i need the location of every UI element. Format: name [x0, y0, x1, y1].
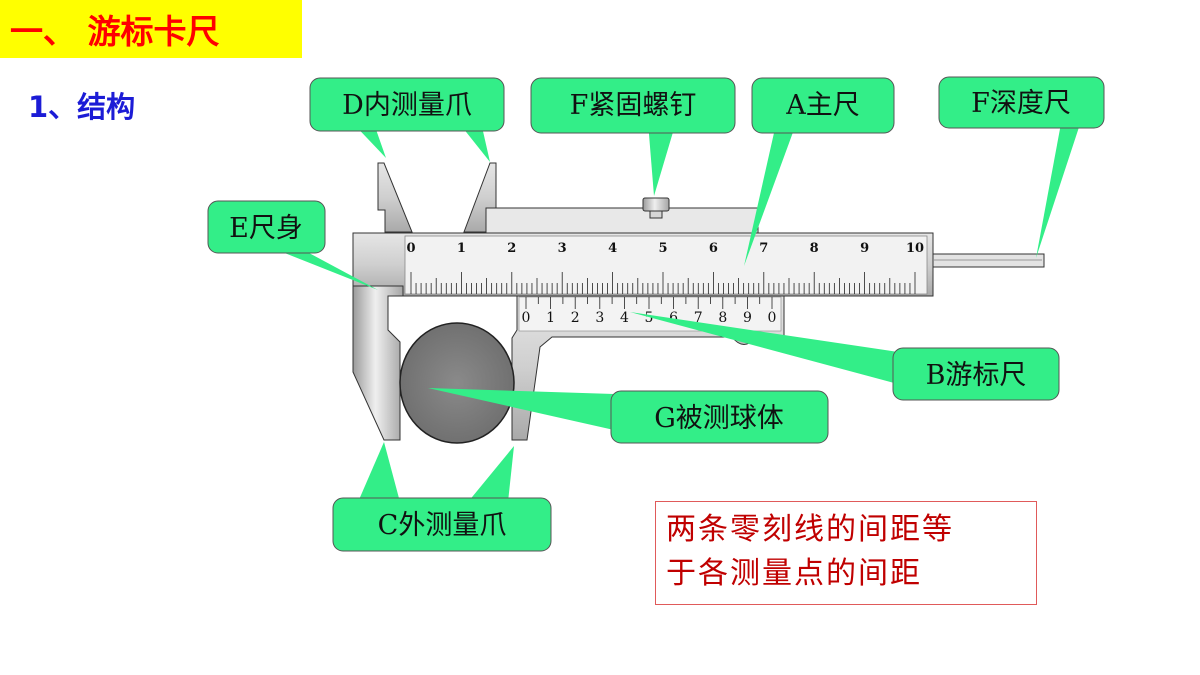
main-scale-ticks: [410, 272, 916, 294]
vernier-scale-number: 6: [669, 310, 678, 326]
callout-g-label: G被测球体: [654, 403, 784, 434]
vernier-scale-number: 4: [620, 310, 629, 326]
clamp-screw-head: [642, 197, 670, 212]
main-scale-number: 6: [709, 241, 718, 256]
note-line-2: 于各测量点的间距: [666, 556, 922, 591]
title-bar: 一、 游标卡尺: [0, 0, 302, 58]
page-title: 一、 游标卡尺: [10, 12, 220, 51]
callout-f-screw: F紧固螺钉: [530, 77, 736, 134]
callout-g: G被测球体: [610, 390, 829, 444]
note-box: 两条零刻线的间距等 于各测量点的间距: [655, 501, 1037, 605]
main-scale-numbers: 0 1 2 3 4 5 6 7 8 9 10: [406, 241, 924, 256]
pointer-b: [630, 312, 898, 384]
vernier-scale-number: 7: [694, 310, 703, 326]
vernier-scale-number: 5: [645, 310, 654, 326]
vernier-scale-ticks: [525, 297, 773, 309]
pointer-f-depth: [1036, 118, 1082, 258]
callout-b-label: B游标尺: [926, 360, 1027, 391]
vernier-top-strip: [485, 207, 759, 235]
main-scale-number: 5: [658, 241, 667, 256]
callout-a-label: A主尺: [785, 90, 860, 121]
callout-c: C外测量爪: [332, 497, 552, 552]
vernier-scale-number: 2: [571, 310, 580, 326]
vernier-scale-number: 3: [595, 310, 604, 326]
outer-jaw-left: [352, 285, 404, 441]
measured-ball: [399, 322, 515, 444]
callout-c-label: C外测量爪: [378, 510, 507, 541]
main-scale-number: 7: [759, 241, 768, 256]
pointer-g: [428, 388, 614, 430]
callout-b: B游标尺: [892, 347, 1060, 401]
vernier-scale-number: 8: [718, 310, 727, 326]
pointer-f-screw: [648, 122, 676, 196]
inner-jaw-left: [377, 162, 413, 233]
callout-e: E尺身: [207, 200, 326, 254]
note-line-1: 两条零刻线的间距等: [666, 512, 954, 547]
vernier-scale-number: 9: [743, 310, 752, 326]
callout-e-label: E尺身: [229, 213, 303, 244]
callout-d-label: D内测量爪: [342, 90, 472, 121]
vernier-scale-number: 0: [768, 310, 777, 326]
callout-f-depth-label: F深度尺: [971, 88, 1071, 119]
main-scale-number: 0: [406, 241, 415, 256]
vernier-scale-number: 0: [522, 310, 531, 326]
pointer-c-left: [358, 442, 400, 502]
main-scale-number: 9: [860, 241, 869, 256]
callout-a: A主尺: [751, 77, 895, 134]
main-scale-number: 3: [558, 241, 567, 256]
callout-pointers: [272, 118, 1082, 502]
main-scale-number: 10: [906, 241, 924, 256]
pointer-a: [744, 124, 796, 266]
main-scale-number: 1: [457, 241, 466, 256]
callout-d: D内测量爪: [309, 77, 505, 132]
callout-f-depth: F深度尺: [938, 76, 1105, 129]
main-scale-number: 8: [810, 241, 819, 256]
main-scale-number: 4: [608, 241, 617, 256]
callout-f-screw-label: F紧固螺钉: [570, 90, 697, 121]
section-subtitle: 1、结构: [28, 90, 136, 124]
vernier-scale-number: 1: [546, 310, 555, 326]
pointer-c-right: [468, 446, 514, 502]
main-scale-number: 2: [507, 241, 516, 256]
pointer-e: [272, 246, 378, 290]
